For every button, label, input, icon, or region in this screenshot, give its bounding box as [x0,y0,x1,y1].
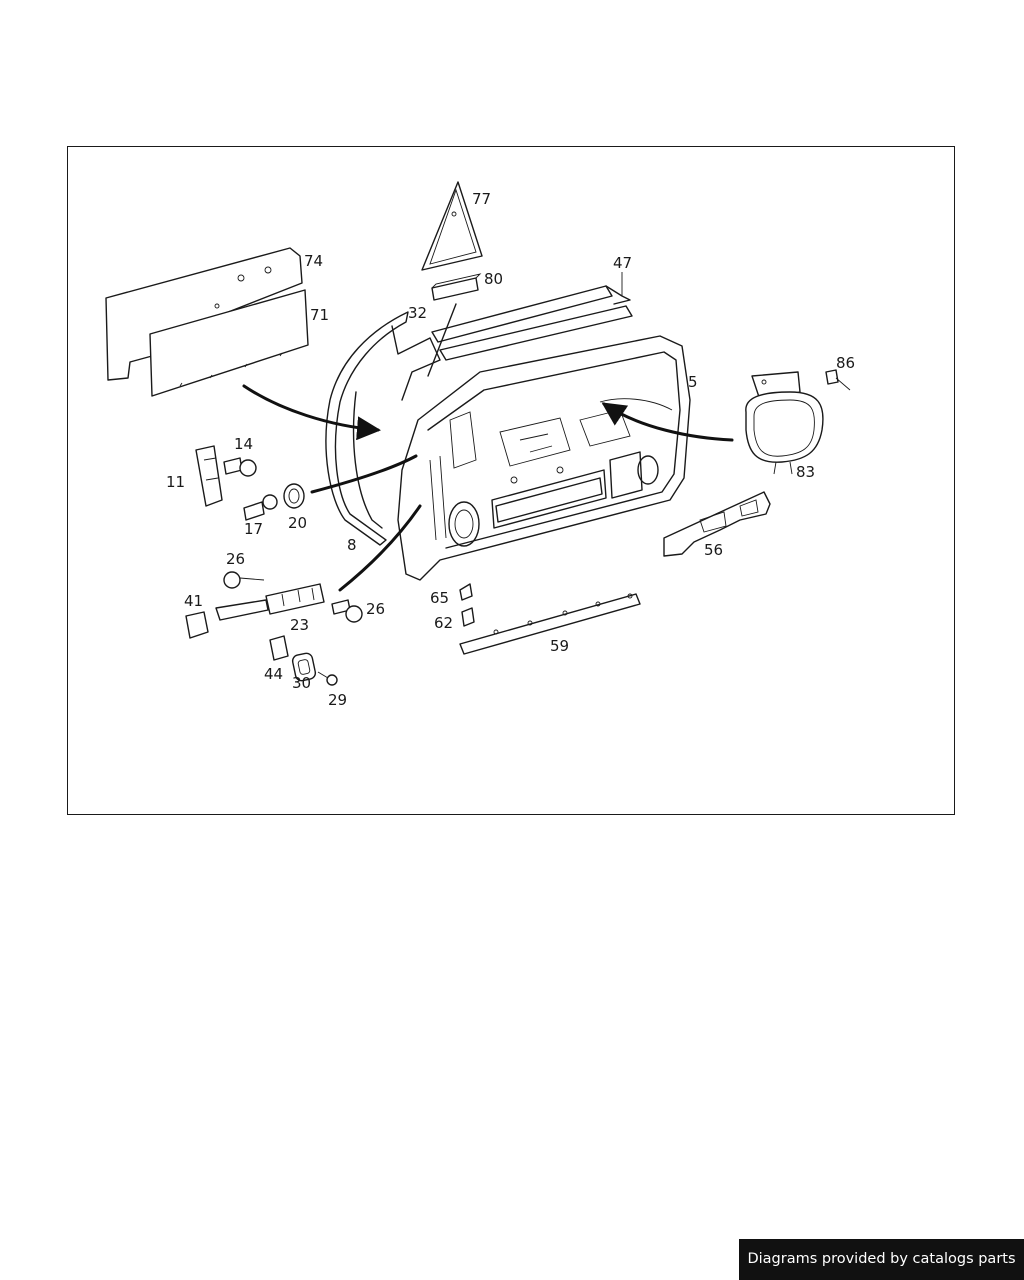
callout-47: 47 [613,254,632,272]
callout-26-top: 26 [226,550,245,568]
part-23-check-strap [215,583,325,621]
callout-8: 8 [347,536,357,554]
callout-23: 23 [290,616,309,634]
part-65-plug [459,583,473,601]
callout-26-right: 26 [366,600,385,618]
callout-86: 86 [836,354,855,372]
arrow-trim-to-door [242,384,381,441]
part-86-clip [825,369,851,391]
arrow-hinge-to-door [310,454,418,494]
part-77-corner-trim [421,181,483,271]
part-56-rail [663,491,771,557]
part-30-gasket [291,652,317,682]
callout-74: 74 [304,252,323,270]
callout-83: 83 [796,463,815,481]
part-11-hinge [195,445,223,507]
callout-14: 14 [234,435,253,453]
part-44-bracket [269,635,289,661]
part-17-bolt [243,494,278,521]
callout-11: 11 [166,473,185,491]
part-80-block [431,273,482,301]
callout-71: 71 [310,306,329,324]
callout-59: 59 [550,637,569,655]
part-71-insulation-sheet [149,289,309,397]
callout-65: 65 [430,589,449,607]
part-83-cover [745,371,824,475]
callout-56: 56 [704,541,723,559]
callout-32: 32 [408,304,427,322]
callout-41: 41 [184,592,203,610]
callout-5: 5 [688,373,698,391]
part-26-bolt-top [223,571,265,589]
part-5-door-shell [397,335,691,581]
part-8-seal [352,391,383,529]
arrow-cover-to-door [601,402,734,442]
callout-77: 77 [472,190,491,208]
part-32-door-seal [325,311,441,546]
part-20-grommet [283,483,305,509]
callout-17: 17 [244,520,263,538]
part-59-strip [459,593,641,655]
part-62-plug [461,607,475,627]
callout-29: 29 [328,691,347,709]
part-14-bolt [223,457,257,477]
callout-44: 44 [264,665,283,683]
part-47-window-seals [431,285,633,361]
callout-30: 30 [292,674,311,692]
part-29-screw [317,671,338,686]
callout-62: 62 [434,614,453,632]
arrow-seal-to-door [427,303,457,377]
callout-80: 80 [484,270,503,288]
arrow-strap-to-door [338,504,422,592]
part-26-bolt-right [331,599,363,623]
callout-20: 20 [288,514,307,532]
part-41-stop-block [185,611,209,639]
credit-banner: Diagrams provided by catalogs parts [739,1239,1024,1280]
